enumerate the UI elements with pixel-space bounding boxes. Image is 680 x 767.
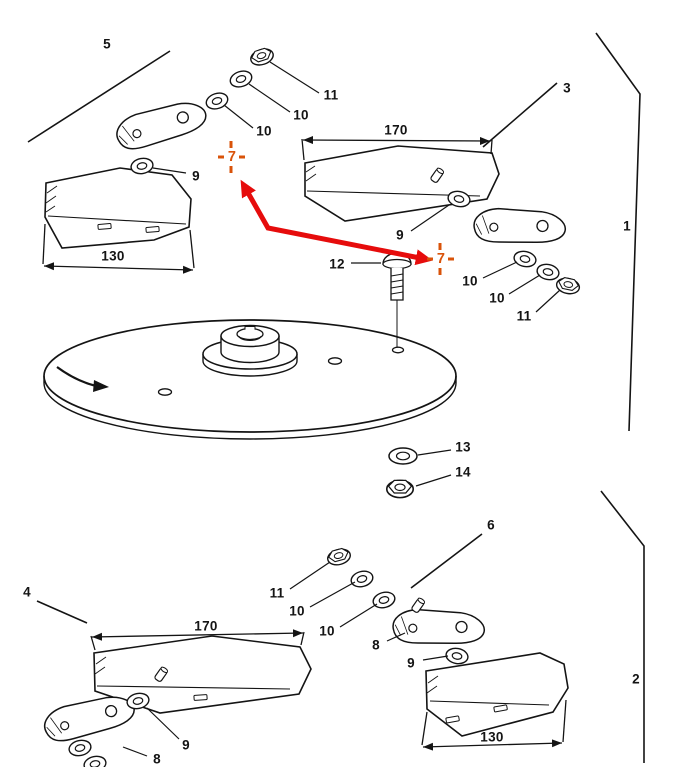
dim-label-170-bottom: 170: [194, 618, 218, 634]
dimension-lines: [42, 136, 567, 751]
part-label-3: 3: [563, 80, 571, 96]
dim-label-130-bottom: 130: [480, 729, 504, 745]
washer-10: [66, 737, 94, 759]
keyway: [244, 326, 256, 330]
hub-bore: [236, 327, 264, 341]
part-label-13: 13: [455, 439, 471, 455]
blade-holder-top-left: [112, 98, 211, 153]
bracket-line-2: [600, 490, 645, 763]
part-label-4: 4: [23, 584, 31, 600]
blade-top-left: [44, 167, 192, 249]
bracket-line-5: [27, 50, 171, 143]
disc-hole: [391, 346, 405, 354]
washer-10: [227, 67, 255, 91]
part-label-12: 12: [329, 256, 345, 272]
blade-bottom-right: [425, 652, 569, 737]
part-label-5: 5: [103, 36, 111, 52]
part-label-8-bottom-left: 8: [153, 751, 161, 767]
dim-line-170-top: [302, 136, 491, 145]
part-label-11-top: 11: [323, 87, 339, 103]
dim-label-130-top: 130: [101, 248, 125, 264]
group-boundary-lines: [27, 32, 645, 763]
part-label-10-right-upper: 10: [462, 273, 478, 289]
blade-top-center: [304, 145, 500, 222]
washer-10: [534, 261, 562, 283]
dim-line-170-bottom: [91, 629, 304, 641]
washer-10: [348, 568, 376, 590]
bolt-12: [382, 252, 412, 347]
callout-label-7-right: 7: [436, 251, 446, 267]
part-label-10-top-lower: 10: [256, 123, 272, 139]
part-label-9-top-left: 9: [192, 168, 200, 184]
part-label-10-bottom-lower: 10: [319, 623, 335, 639]
nut-11: [248, 45, 276, 69]
part-label-10-right-lower: 10: [489, 290, 505, 306]
washer-13: [388, 447, 418, 465]
callout-marker-7-left: [218, 141, 245, 173]
part-label-11-bottom: 11: [269, 585, 285, 601]
part-label-1: 1: [623, 218, 631, 234]
washer-10: [203, 89, 231, 113]
washer-10: [511, 248, 539, 270]
part-label-14: 14: [455, 464, 471, 480]
callout-label-7-left: 7: [227, 149, 237, 165]
disc-hole: [157, 388, 173, 396]
blade-holder-bottom-right: [390, 602, 488, 654]
disc-hole: [327, 357, 343, 365]
bracket-line-4: [36, 600, 88, 624]
washer-10: [370, 589, 398, 611]
dim-line-130-bottom: [422, 739, 563, 751]
dim-line-130-top: [43, 262, 194, 274]
part-label-2: 2: [632, 671, 640, 687]
bracket-line-6: [410, 533, 483, 589]
bracket-line-3: [482, 82, 558, 148]
bracket-line-1: [595, 32, 641, 432]
callout-marker-7-right: [427, 243, 454, 275]
washer-9: [444, 646, 470, 666]
red-annotation-arrow: [240, 179, 433, 266]
washer-10: [81, 753, 109, 767]
nut-11: [325, 546, 353, 568]
part-label-8-bottom-right: 8: [372, 637, 380, 653]
part-label-10-bottom-upper: 10: [289, 603, 305, 619]
part-label-9-bottom-left: 9: [182, 737, 190, 753]
part-label-9-bottom-right: 9: [407, 655, 415, 671]
nut-11: [554, 275, 582, 297]
blade-disc: [43, 319, 457, 440]
part-label-9-top-right: 9: [396, 227, 404, 243]
dim-label-170-top: 170: [384, 122, 408, 138]
rotation-arrow-icon: [56, 366, 109, 392]
nut-14: [385, 479, 415, 499]
blade-holder-bottom-left: [41, 693, 138, 744]
part-label-10-top-upper: 10: [293, 107, 309, 123]
part-label-6: 6: [487, 517, 495, 533]
blade-holder-top-right: [471, 201, 569, 253]
part-label-11-right: 11: [516, 308, 532, 324]
